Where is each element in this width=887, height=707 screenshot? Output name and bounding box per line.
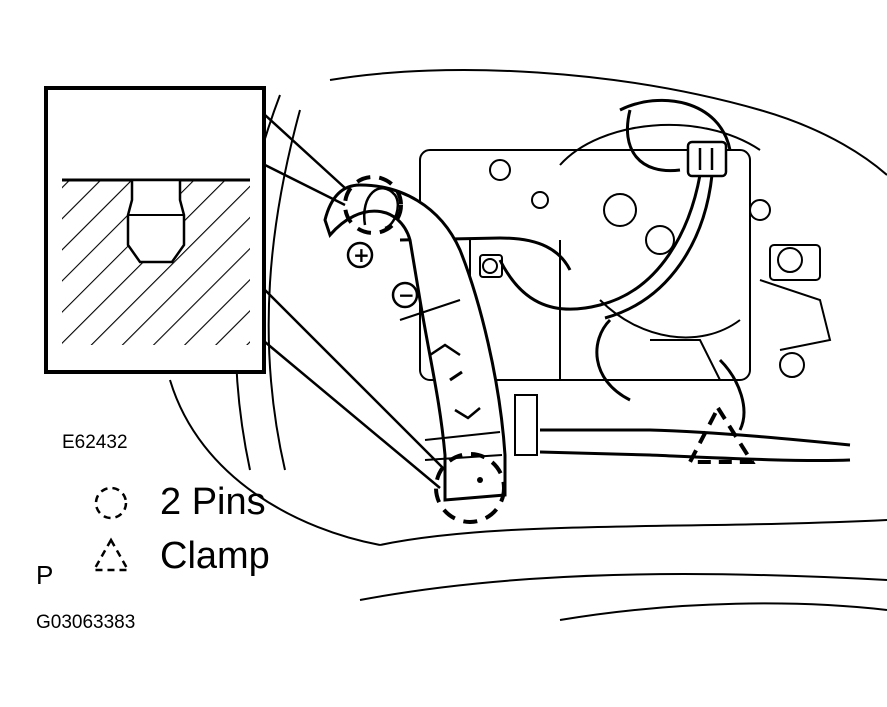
pin-marker-bottom bbox=[434, 452, 506, 524]
legend-pin-symbol bbox=[94, 486, 128, 520]
clamp-marker bbox=[686, 403, 756, 464]
steering-pad-switch bbox=[323, 183, 538, 502]
page-code: G03063383 bbox=[36, 612, 136, 633]
figure-reference-code: E62432 bbox=[62, 432, 128, 453]
minus-icon: − bbox=[398, 283, 415, 307]
steering-wheel-outline bbox=[169, 69, 887, 621]
pin-detail-inset bbox=[44, 86, 266, 374]
connector bbox=[686, 140, 728, 178]
legend-clamp-label: Clamp bbox=[160, 535, 270, 577]
pin-marker-top bbox=[343, 175, 403, 235]
plus-icon: + bbox=[353, 243, 370, 267]
corner-letter: P bbox=[36, 560, 54, 590]
wire-harness bbox=[399, 98, 851, 463]
legend-pins-label: 2 Pins bbox=[160, 481, 266, 523]
legend-clamp-symbol bbox=[91, 537, 131, 572]
callout-leaders bbox=[264, 114, 446, 489]
